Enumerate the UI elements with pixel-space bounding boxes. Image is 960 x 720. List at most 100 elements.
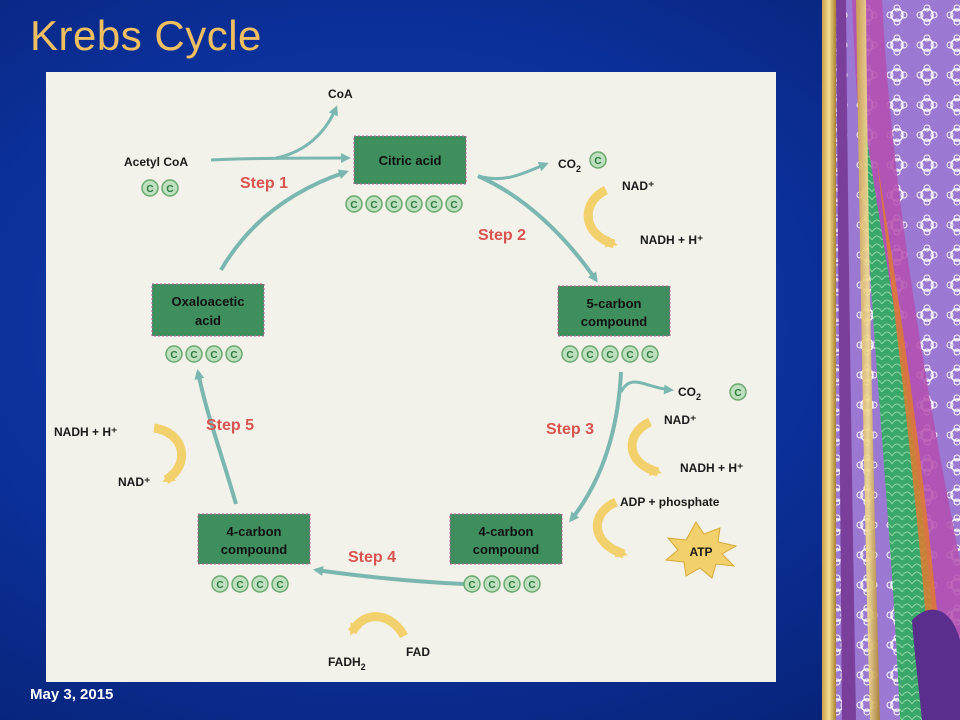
carbon-symbol: C — [166, 184, 173, 195]
carbon-symbol: C — [566, 350, 573, 361]
cycle-arrow-step3 — [569, 371, 623, 523]
fadh2-label: FADH2 — [328, 655, 366, 672]
nad-reduction-arrow-b — [627, 417, 662, 477]
step-4-label: Step 4 — [348, 549, 396, 566]
carbon-atom — [211, 575, 229, 593]
cycle-arrow-step5 — [194, 369, 238, 505]
cycle-arrow-step4 — [313, 566, 465, 586]
fad-reduction-arrow — [348, 612, 408, 639]
four-carbon-left-label-1: 4-carbon — [227, 524, 282, 539]
fad-label: FAD — [406, 645, 430, 659]
carbon-atom — [405, 195, 423, 213]
carbon-symbol: C — [430, 200, 437, 211]
carbon-atom — [231, 575, 249, 593]
co2-label-b: CO2 — [678, 385, 701, 402]
nad-label-a: NAD⁺ — [622, 179, 654, 193]
carbon-symbol: C — [508, 580, 515, 591]
carbon-symbol: C — [370, 200, 377, 211]
co2-carbon-a-symbol: C — [594, 156, 601, 167]
five-carbon-label-1: 5-carbon — [587, 296, 642, 311]
carbon-symbol: C — [170, 350, 177, 361]
carbon-atom — [581, 345, 599, 363]
nad-reduction-arrow-c — [153, 423, 187, 484]
carbon-atom — [271, 575, 289, 593]
co2-carbon-b-symbol: C — [734, 388, 741, 399]
four-carbon-right-label-2: compound — [473, 542, 539, 557]
compound-four-carbon-left: 4-carbon compound C C C C — [197, 513, 311, 593]
atp-formation-arrow — [593, 497, 628, 559]
nadh-label-a: NADH + H⁺ — [640, 233, 703, 247]
carbon-atom — [445, 195, 463, 213]
carbon-atom — [161, 179, 179, 197]
carbon-symbol: C — [626, 350, 633, 361]
nad-label-c: NAD⁺ — [118, 475, 150, 489]
carbon-atom — [463, 575, 481, 593]
step-5-label: Step 5 — [206, 417, 254, 434]
carbon-symbol: C — [646, 350, 653, 361]
carbon-symbol: C — [216, 580, 223, 591]
citric-acid-label: Citric acid — [379, 153, 442, 168]
oxaloacetic-label-2: acid — [195, 313, 221, 328]
carbon-atom — [165, 345, 183, 363]
carbon-atom — [345, 195, 363, 213]
oxaloacetic-label-1: Oxaloacetic — [172, 294, 245, 309]
carbon-symbol: C — [276, 580, 283, 591]
carbon-atom — [621, 345, 639, 363]
carbon-atom — [641, 345, 659, 363]
carbon-symbol: C — [256, 580, 263, 591]
carbon-atom — [205, 345, 223, 363]
carbon-atom — [483, 575, 501, 593]
carbon-symbol: C — [390, 200, 397, 211]
carbon-symbol: C — [210, 350, 217, 361]
carbon-symbol: C — [190, 350, 197, 361]
carbon-atom — [185, 345, 203, 363]
compound-citric-acid: Citric acid C C C C C C — [345, 135, 467, 213]
carbon-atom — [425, 195, 443, 213]
carbon-atom — [365, 195, 383, 213]
four-carbon-left-label-2: compound — [221, 542, 287, 557]
atp-burst — [664, 521, 738, 579]
carbon-symbol: C — [488, 580, 495, 591]
carbon-atom — [141, 179, 159, 197]
co2-release-arrow-a — [477, 161, 549, 181]
carbon-symbol: C — [450, 200, 457, 211]
cycle-arrow-step2 — [477, 174, 598, 283]
carbon-symbol: C — [410, 200, 417, 211]
step-2-label: Step 2 — [478, 227, 526, 244]
carbon-atom — [523, 575, 541, 593]
cycle-arrow-step1 — [219, 169, 349, 272]
nadh-label-b: NADH + H⁺ — [680, 461, 743, 475]
co2-carbon-b — [729, 383, 747, 401]
co2-carbon-a — [589, 151, 607, 169]
carbon-atom — [225, 345, 243, 363]
carbon-symbol: C — [468, 580, 475, 591]
carbon-symbol: C — [146, 184, 153, 195]
step-3-label: Step 3 — [546, 421, 594, 438]
carbon-symbol: C — [236, 580, 243, 591]
carbon-atom — [503, 575, 521, 593]
carbon-atom — [251, 575, 269, 593]
coa-label: CoA — [328, 87, 353, 101]
carbon-symbol: C — [528, 580, 535, 591]
co2-label-a: CO2 — [558, 157, 581, 174]
carbon-symbol: C — [606, 350, 613, 361]
carbon-symbol: C — [230, 350, 237, 361]
slide-date: May 3, 2015 — [30, 686, 114, 703]
carbon-symbol: C — [586, 350, 593, 361]
nad-reduction-arrow-a — [583, 185, 618, 249]
carbon-symbol: C — [350, 200, 357, 211]
carbon-atom — [561, 345, 579, 363]
compound-oxaloacetic-acid: Oxaloacetic acid C C C C — [151, 283, 265, 363]
slide-title: Krebs Cycle — [30, 12, 262, 59]
carbon-atom — [601, 345, 619, 363]
adp-label: ADP + phosphate — [620, 495, 720, 509]
decorative-side-panel — [822, 0, 960, 720]
